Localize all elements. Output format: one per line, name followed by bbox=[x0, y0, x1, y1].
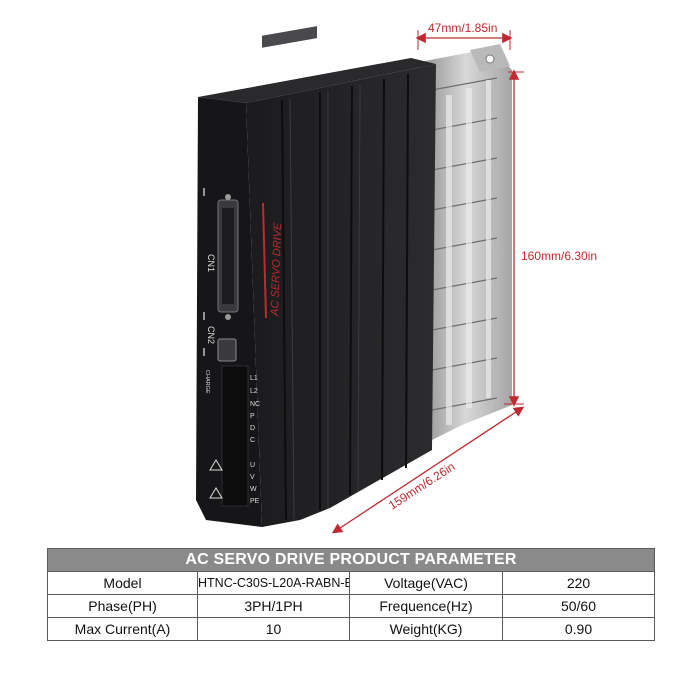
table-row: Model HTNC-C30S-L20A-RABN-B Voltage(VAC)… bbox=[47, 571, 655, 595]
product-parameter-table: AC SERVO DRIVE PRODUCT PARAMETER Model H… bbox=[47, 548, 655, 641]
terminal-block bbox=[221, 365, 249, 507]
cn2-label: CN2 bbox=[206, 326, 216, 344]
param-label: Phase(PH) bbox=[47, 594, 198, 618]
param-value: 50/60 bbox=[502, 594, 655, 618]
terminal-label: W bbox=[250, 486, 257, 493]
warning-icon bbox=[209, 459, 223, 471]
table-row: Phase(PH) 3PH/1PH Frequence(Hz) 50/60 bbox=[47, 594, 655, 618]
terminal-label: PE bbox=[250, 498, 260, 505]
param-value: 10 bbox=[197, 617, 350, 641]
param-value: 220 bbox=[502, 571, 655, 595]
table-row: Max Current(A) 10 Weight(KG) 0.90 bbox=[47, 617, 655, 641]
terminal-label: V bbox=[250, 474, 255, 481]
terminal-label: D bbox=[250, 425, 255, 432]
charge-label: CHARGE bbox=[204, 370, 210, 394]
height-label: 160mm/6.30in bbox=[521, 249, 597, 263]
warning-icon-2 bbox=[209, 487, 223, 499]
terminal-label: U bbox=[250, 462, 255, 469]
side-label: AC SERVO DRIVE bbox=[269, 222, 284, 317]
width-label: 47mm/1.85in bbox=[428, 21, 497, 35]
param-label: Frequence(Hz) bbox=[349, 594, 503, 618]
param-value: 0.90 bbox=[502, 617, 655, 641]
param-value: HTNC-C30S-L20A-RABN-B bbox=[197, 571, 350, 595]
terminal-label: NC bbox=[250, 401, 260, 408]
param-label: Model bbox=[47, 571, 198, 595]
terminal-label: C bbox=[250, 437, 255, 444]
heatsink bbox=[420, 44, 512, 440]
dimension-height: 160mm/6.30in bbox=[504, 69, 597, 407]
cn1-label: CN1 bbox=[206, 254, 216, 272]
terminal-label: L2 bbox=[250, 388, 258, 395]
table-title: AC SERVO DRIVE PRODUCT PARAMETER bbox=[47, 548, 655, 572]
cn2-connector bbox=[217, 338, 237, 362]
param-label: Voltage(VAC) bbox=[349, 571, 503, 595]
param-value: 3PH/1PH bbox=[197, 594, 350, 618]
terminal-label: L1 bbox=[250, 375, 258, 382]
dimension-width: 47mm/1.85in bbox=[415, 21, 513, 50]
terminal-label: P bbox=[250, 413, 255, 420]
top-face bbox=[198, 58, 436, 103]
table-title-row: AC SERVO DRIVE PRODUCT PARAMETER bbox=[47, 548, 655, 572]
param-label: Max Current(A) bbox=[47, 617, 198, 641]
param-label: Weight(KG) bbox=[349, 617, 503, 641]
